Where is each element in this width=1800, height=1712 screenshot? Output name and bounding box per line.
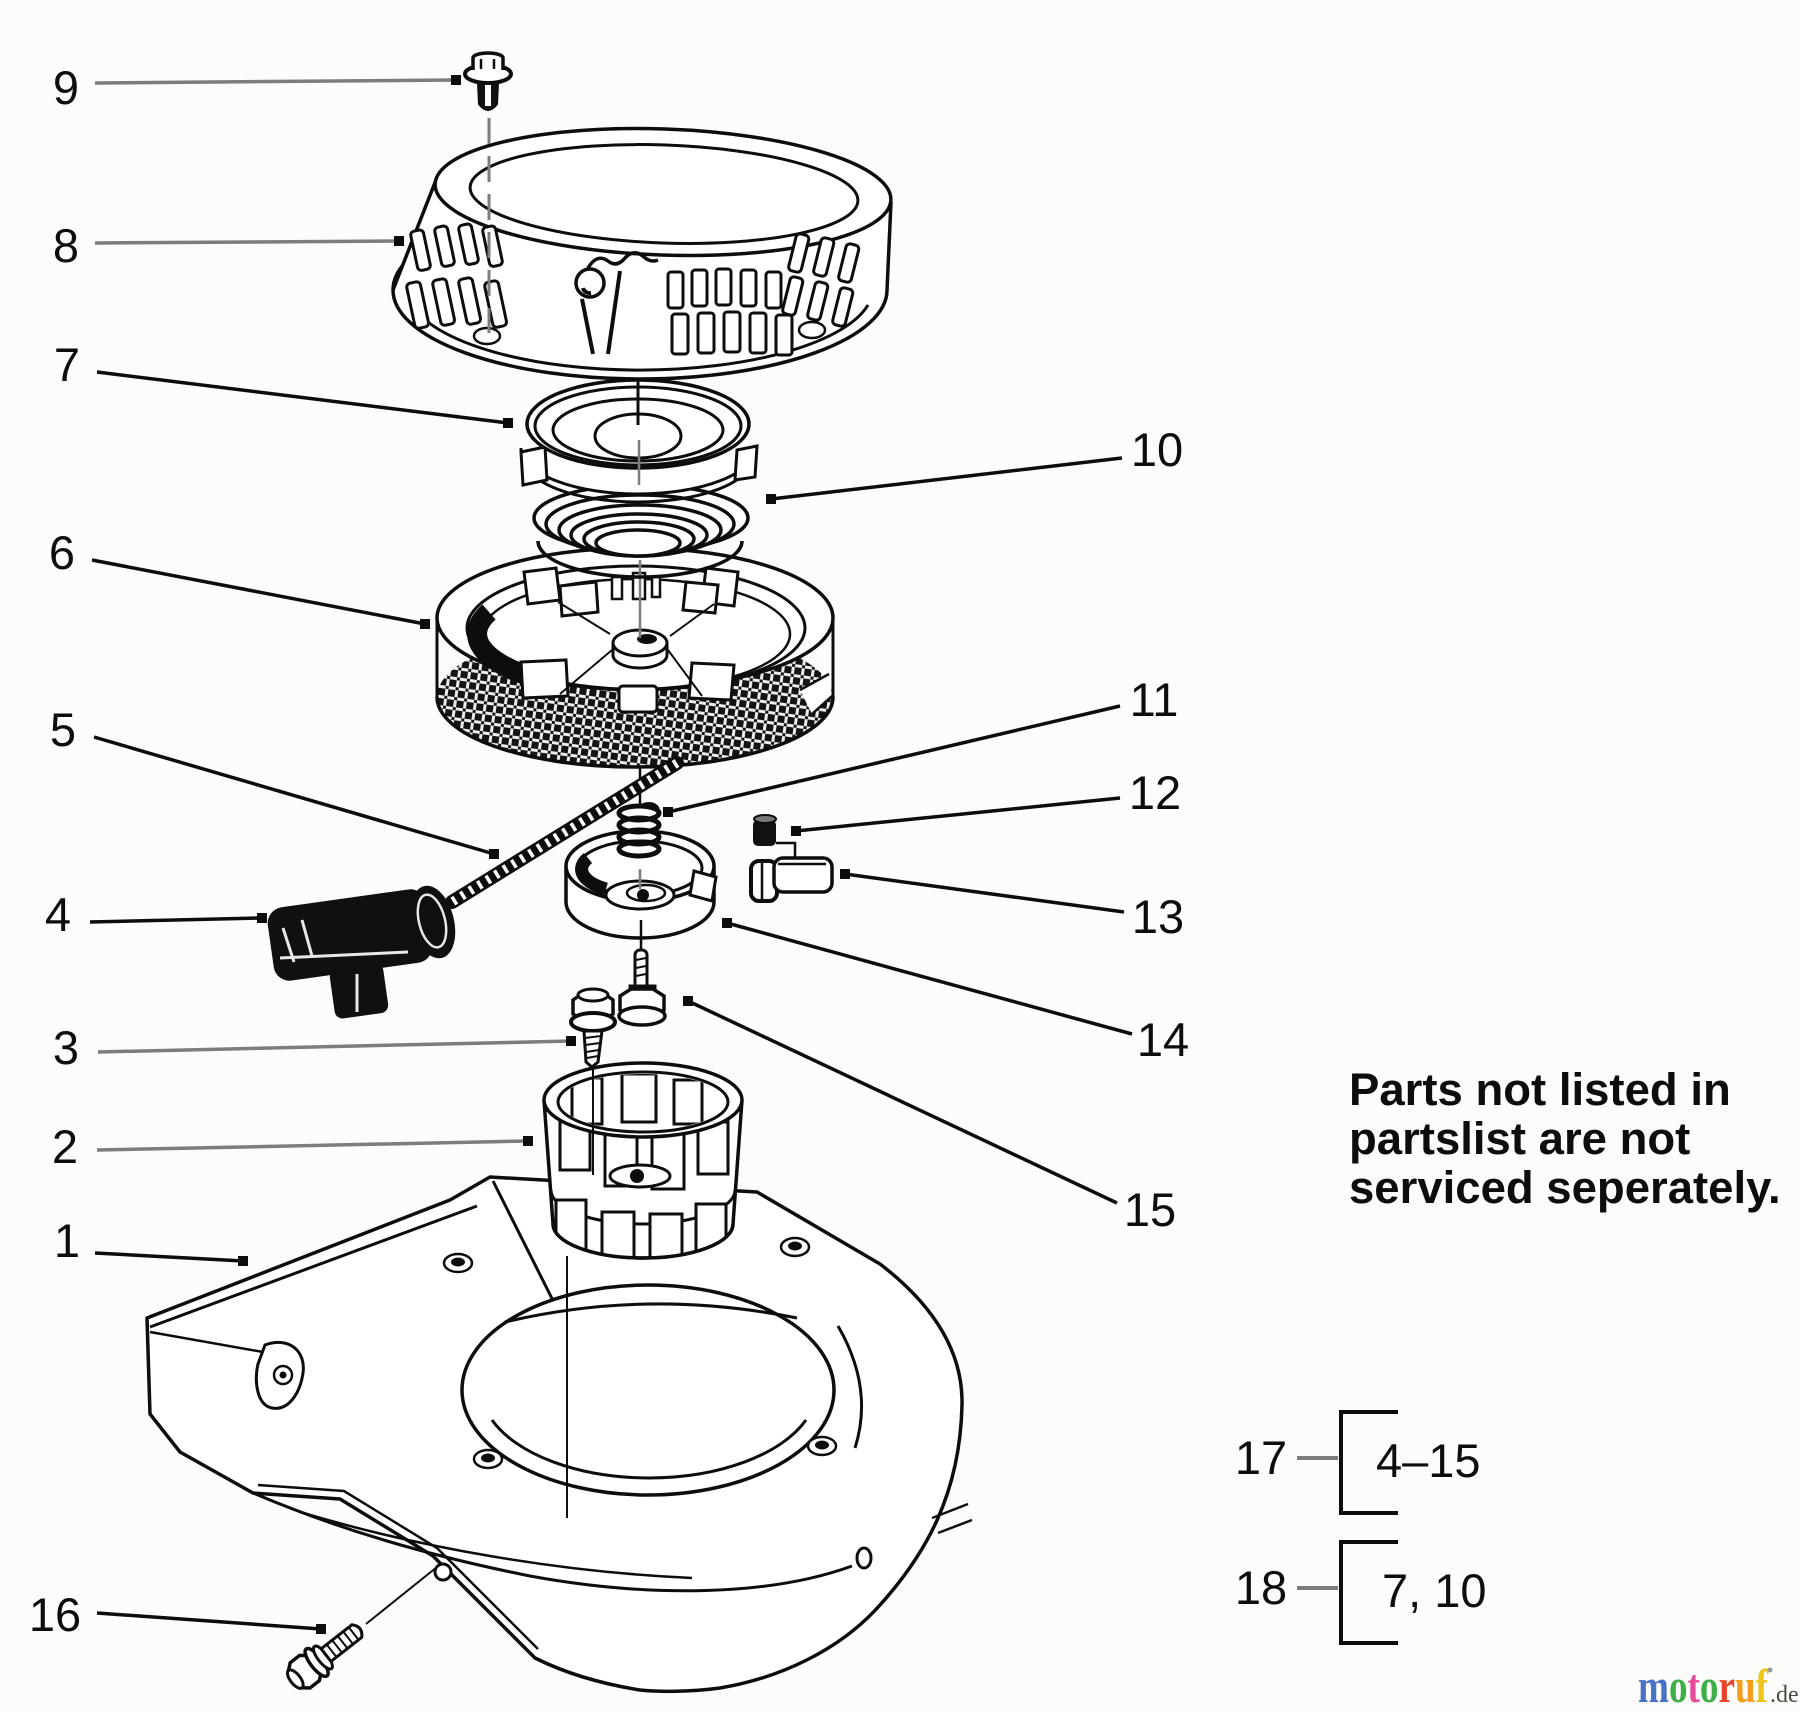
svg-text:4: 4: [45, 888, 71, 941]
svg-text:5: 5: [50, 703, 76, 756]
svg-text:3: 3: [53, 1021, 79, 1074]
svg-text:partslist are not: partslist are not: [1349, 1113, 1690, 1164]
svg-text:1: 1: [54, 1214, 80, 1267]
svg-text:9: 9: [53, 61, 79, 114]
svg-text:7: 7: [54, 338, 80, 391]
svg-text:11: 11: [1130, 673, 1179, 726]
svg-text:14: 14: [1137, 1013, 1189, 1066]
svg-text:7, 10: 7, 10: [1382, 1564, 1487, 1617]
svg-text:10: 10: [1131, 423, 1183, 476]
svg-text:6: 6: [49, 526, 75, 579]
svg-text:13: 13: [1132, 890, 1184, 943]
svg-text:16: 16: [29, 1588, 81, 1641]
svg-text:17: 17: [1235, 1431, 1287, 1484]
svg-text:Parts not listed in: Parts not listed in: [1349, 1064, 1731, 1115]
svg-text:15: 15: [1124, 1183, 1176, 1236]
svg-text:18: 18: [1235, 1561, 1287, 1614]
svg-text:2: 2: [52, 1120, 78, 1173]
svg-text:4–15: 4–15: [1376, 1434, 1481, 1487]
svg-text:8: 8: [53, 219, 79, 272]
svg-text:motoruf: motoruf: [1638, 1660, 1769, 1712]
svg-text:serviced seperately.: serviced seperately.: [1349, 1162, 1781, 1213]
svg-text:.de: .de: [1770, 1682, 1799, 1708]
svg-text:12: 12: [1129, 766, 1181, 819]
